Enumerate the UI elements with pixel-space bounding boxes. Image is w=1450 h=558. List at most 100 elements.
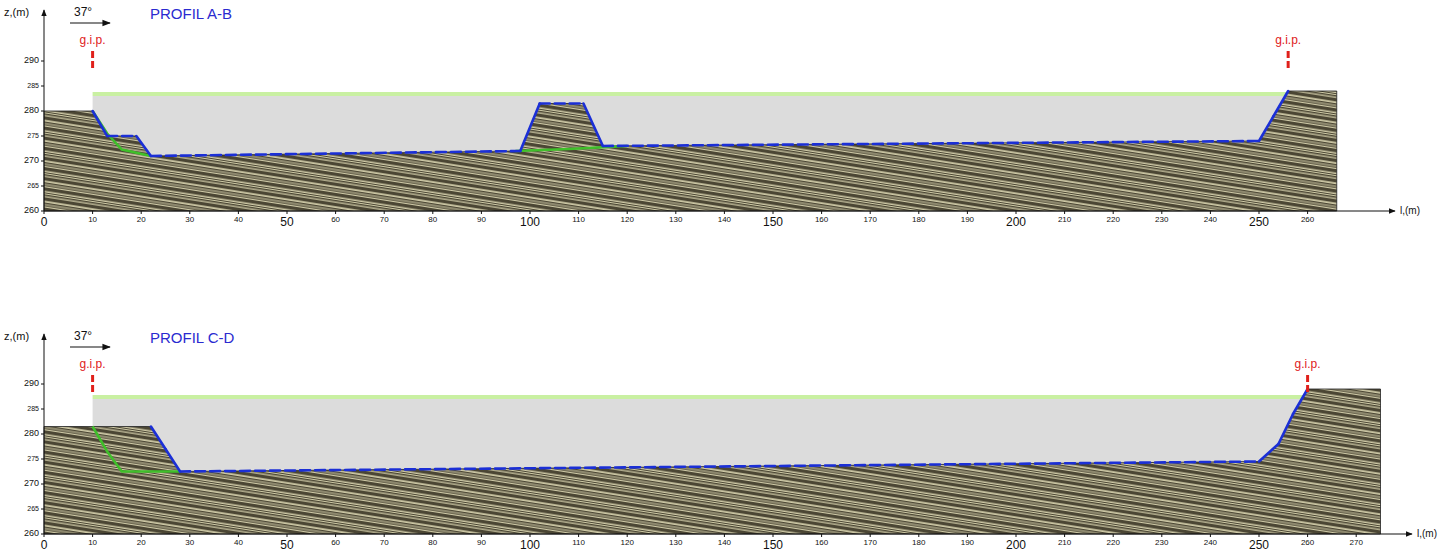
x-tick (384, 211, 385, 214)
x-tick-label: 0 (41, 216, 48, 229)
x-tick (335, 211, 336, 214)
x-tick (918, 534, 919, 537)
x-tick-label: 170 (864, 216, 877, 225)
y-tick-label: 285 (27, 405, 39, 413)
x-tick (1210, 534, 1211, 537)
pit-contour-line (93, 111, 108, 136)
direction-arrow (70, 22, 110, 23)
x-tick (627, 534, 628, 537)
y-tick-label: 280 (24, 106, 39, 116)
profile-title: PROFIL A-B (150, 6, 232, 23)
x-tick-label: 250 (1249, 539, 1269, 552)
pit-contour-line (136, 136, 151, 156)
gip-marker (91, 375, 94, 392)
gip-marker (1287, 51, 1290, 68)
x-tick-label: 40 (234, 539, 243, 548)
x-tick-label: 110 (572, 216, 585, 225)
y-tick (41, 534, 44, 535)
x-tick (238, 211, 239, 214)
x-tick (1356, 534, 1357, 537)
x-tick (432, 534, 433, 537)
y-tick (41, 136, 44, 137)
x-tick-label: 70 (380, 216, 389, 225)
x-tick (724, 534, 725, 537)
stratified-ground (44, 91, 1337, 211)
x-tick (287, 211, 288, 214)
x-tick-label: 190 (961, 216, 974, 225)
x-tick (141, 211, 142, 214)
x-tick-label: 80 (428, 216, 437, 225)
gip-label: g.i.p. (80, 34, 106, 47)
x-tick (1113, 211, 1114, 214)
x-tick-label: 50 (280, 539, 293, 552)
x-tick (1210, 211, 1211, 214)
profile-title: PROFIL C-D (150, 330, 234, 347)
gip-marker (91, 51, 94, 68)
x-tick-label: 140 (718, 216, 731, 225)
y-tick-label: 260 (24, 206, 39, 216)
x-tick (287, 534, 288, 537)
direction-angle: 37° (74, 330, 92, 343)
pit-contour-line (151, 427, 166, 450)
x-tick-label: 80 (428, 539, 437, 548)
x-tick (967, 534, 968, 537)
pit-contour-line (151, 151, 520, 156)
y-tick (41, 211, 44, 212)
axis-title: z,(m) (4, 6, 29, 18)
axis-title: l,(m) (1417, 528, 1437, 539)
x-tick-label: 90 (477, 216, 486, 225)
y-tick-label: 290 (24, 379, 39, 389)
x-tick-label: 60 (331, 539, 340, 548)
x-tick-label: 40 (234, 216, 243, 225)
x-tick (1307, 534, 1308, 537)
y-tick-label: 270 (24, 156, 39, 166)
x-tick-label: 100 (520, 539, 540, 552)
x-axis (44, 211, 1395, 212)
x-tick (675, 534, 676, 537)
pit-contour-line (1293, 389, 1308, 414)
x-tick-label: 260 (1301, 216, 1314, 225)
pit-contour-line (520, 104, 539, 152)
x-tick-label: 50 (280, 216, 293, 229)
x-tick-label: 220 (1107, 539, 1120, 548)
x-tick (189, 534, 190, 537)
y-tick-label: 280 (24, 429, 39, 439)
x-tick (1064, 534, 1065, 537)
y-tick (41, 509, 44, 510)
direction-angle: 37° (74, 6, 92, 19)
x-tick (967, 211, 968, 214)
x-tick-label: 20 (137, 216, 146, 225)
y-tick (41, 61, 44, 62)
x-tick-label: 120 (621, 216, 634, 225)
pit-contour-line (1278, 414, 1293, 444)
x-tick (1307, 211, 1308, 214)
x-tick (92, 534, 93, 537)
x-tick-label: 30 (185, 539, 194, 548)
x-tick (189, 211, 190, 214)
x-tick-label: 140 (718, 539, 731, 548)
y-tick (41, 384, 44, 385)
water-level-strip (93, 395, 1308, 399)
x-tick-label: 240 (1204, 216, 1217, 225)
pit-contour-line (1259, 444, 1278, 462)
y-tick-label: 265 (27, 505, 39, 513)
x-tick-label: 10 (88, 216, 97, 225)
x-tick-label: 270 (1350, 539, 1363, 548)
x-tick-label: 200 (1006, 216, 1026, 229)
x-tick (92, 211, 93, 214)
pit-contour-line (540, 102, 584, 105)
x-tick (335, 534, 336, 537)
x-tick (141, 534, 142, 537)
x-tick-label: 230 (1155, 539, 1168, 548)
x-tick (384, 534, 385, 537)
y-tick-label: 275 (27, 132, 39, 140)
y-tick (41, 186, 44, 187)
original-terrain-line (93, 427, 180, 472)
x-tick-label: 160 (815, 216, 828, 225)
profile-graphic (41, 10, 1395, 214)
direction-arrow (70, 346, 110, 347)
x-tick-label: 30 (185, 216, 194, 225)
y-tick-label: 275 (27, 455, 39, 463)
